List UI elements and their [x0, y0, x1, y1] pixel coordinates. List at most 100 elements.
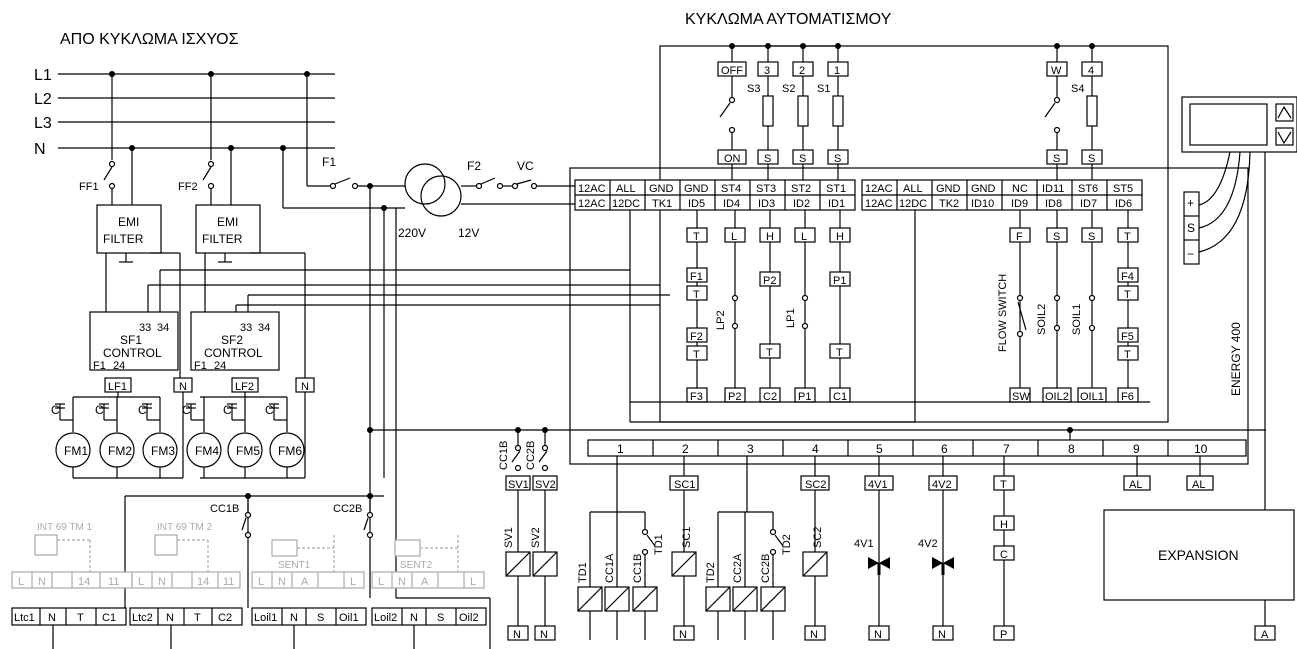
svg-text:L: L	[258, 576, 264, 588]
svg-text:F5: F5	[1121, 331, 1134, 343]
svg-text:GND: GND	[649, 183, 674, 195]
svg-text:ID10: ID10	[971, 198, 994, 210]
transformer: 220V 12V	[398, 163, 479, 240]
svg-text:FM5: FM5	[236, 444, 260, 458]
svg-text:4: 4	[1088, 65, 1094, 77]
fan-fm2: C FM2	[95, 397, 135, 478]
svg-text:CC1B: CC1B	[210, 503, 239, 515]
svg-text:10: 10	[1194, 442, 1208, 456]
svg-text:ID7: ID7	[1080, 198, 1097, 210]
svg-text:CC2A: CC2A	[732, 553, 744, 583]
svg-text:33: 33	[240, 322, 252, 334]
svg-text:C: C	[51, 403, 60, 417]
svg-text:N: N	[166, 612, 174, 624]
svg-text:9: 9	[1133, 442, 1140, 456]
svg-text:T: T	[693, 231, 700, 243]
svg-text:7: 7	[1003, 442, 1010, 456]
power-circuit-title: ΑΠΟ ΚΥΚΛΩΜΑ ΙΣΧΥΟΣ	[60, 31, 239, 48]
bottom-cc2b: CC2B	[333, 496, 374, 539]
svg-text:LF1: LF1	[108, 381, 127, 393]
svg-text:F6: F6	[1121, 391, 1134, 403]
output-4-sc2: SC2 SC2 N	[800, 456, 830, 641]
svg-text:FILTER: FILTER	[103, 232, 144, 246]
svg-text:TD2: TD2	[781, 534, 793, 555]
svg-text:12DC: 12DC	[612, 198, 640, 210]
svg-text:W: W	[1051, 65, 1062, 77]
svg-text:FM1: FM1	[64, 444, 88, 458]
svg-text:Ltc1: Ltc1	[14, 612, 35, 624]
svg-text:220V: 220V	[398, 226, 426, 240]
svg-text:SC2: SC2	[812, 527, 824, 548]
svg-text:L: L	[378, 576, 384, 588]
svg-text:A: A	[421, 576, 429, 588]
svg-text:11: 11	[223, 576, 234, 588]
svg-text:8: 8	[1068, 442, 1075, 456]
output-1-cluster: TD1 TD1 CC1A CC1B	[577, 456, 665, 640]
svg-text:VC: VC	[517, 159, 534, 173]
svg-text:6: 6	[941, 442, 948, 456]
svg-text:L: L	[350, 576, 356, 588]
svg-text:N: N	[513, 629, 521, 641]
cc1b-cc2b-contacts: CC1B SV1 CC2B SV2 SV1 SV2 N N	[498, 430, 558, 641]
svg-text:LF2: LF2	[235, 381, 254, 393]
svg-text:Oil1: Oil1	[339, 612, 359, 624]
svg-text:14: 14	[78, 576, 90, 588]
svg-text:S3: S3	[747, 83, 760, 95]
svg-text:N: N	[874, 629, 882, 641]
svg-text:SV2: SV2	[535, 479, 556, 491]
svg-text:EXPANSION: EXPANSION	[1158, 547, 1239, 563]
svg-text:TD1: TD1	[577, 562, 589, 583]
svg-text:L: L	[18, 576, 24, 588]
svg-text:ENERGY 400: ENERGY 400	[1229, 322, 1243, 396]
power-lines: L1 L2 L3 N	[34, 67, 335, 158]
svg-text:F1: F1	[93, 360, 106, 372]
svg-text:Loil2: Loil2	[374, 612, 397, 624]
fan-fm5: C FM5	[223, 397, 263, 478]
svg-text:4V2: 4V2	[932, 479, 952, 491]
fan-fm1: C FM1	[51, 397, 91, 478]
lf1-tag: LF1	[104, 377, 132, 393]
sensor-chains: T F1 T F2 T F3 L LP2 P2 H P2 T C2 L LP1 …	[686, 210, 1139, 403]
svg-text:S: S	[1053, 153, 1060, 165]
svg-text:ST5: ST5	[1113, 183, 1133, 195]
svg-text:OFF: OFF	[721, 65, 743, 77]
svg-text:S: S	[317, 612, 324, 624]
svg-text:A: A	[1261, 629, 1269, 641]
svg-text:CC1B: CC1B	[632, 554, 644, 583]
line-label-l2: L2	[34, 91, 52, 108]
sf1-control: 33 34 SF1 CONTROL F1 24	[89, 311, 179, 372]
gray-terminal-g3: L N A L	[251, 571, 365, 589]
bottom-terminal-t2: Ltc2 N T C2	[129, 607, 243, 626]
svg-text:S: S	[799, 153, 806, 165]
svg-text:ST3: ST3	[756, 183, 776, 195]
svg-text:N: N	[301, 381, 309, 393]
ff1-switch: FF1	[79, 160, 116, 205]
svg-text:T: T	[1124, 231, 1131, 243]
svg-text:C2: C2	[218, 612, 232, 624]
svg-text:A: A	[301, 576, 309, 588]
svg-text:GND: GND	[971, 183, 996, 195]
svg-text:P2: P2	[763, 275, 776, 287]
svg-text:ID8: ID8	[1045, 198, 1062, 210]
output-2-sc1: SC1 SC1 N	[669, 456, 699, 641]
svg-text:1: 1	[617, 442, 624, 456]
svg-text:N: N	[410, 612, 418, 624]
int69-tm2: INT 69 TM 2	[154, 522, 213, 572]
svg-text:2: 2	[682, 442, 689, 456]
svg-text:S: S	[834, 153, 841, 165]
sent1: SENT1	[271, 535, 335, 572]
output-3-cluster: TD2 TD2 CC2A CC2B	[705, 456, 793, 640]
expansion-module: EXPANSION A	[1103, 509, 1295, 641]
svg-text:N: N	[278, 576, 286, 588]
lf2-tag: LF2	[231, 377, 259, 393]
svg-text:L: L	[138, 576, 144, 588]
svg-text:N: N	[38, 576, 46, 588]
svg-text:AL: AL	[1129, 479, 1142, 491]
svg-text:NC: NC	[1012, 183, 1028, 195]
svg-text:F: F	[1016, 231, 1023, 243]
svg-text:4V2: 4V2	[918, 538, 938, 550]
bottom-terminal-t1: Ltc1 N T C1	[11, 607, 127, 626]
svg-text:ID11: ID11	[1042, 183, 1064, 195]
svg-text:N: N	[398, 576, 406, 588]
